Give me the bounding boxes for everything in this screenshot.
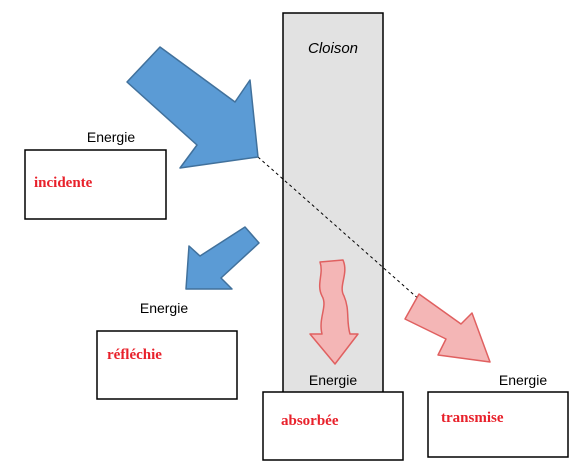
- absorbed-energy-label: Energie: [309, 372, 357, 388]
- absorbed-arrow: [309, 259, 359, 365]
- reflected-arrow: [185, 226, 260, 290]
- reflected-label: réfléchie: [107, 347, 162, 363]
- reflected-box: [96, 330, 238, 400]
- transmitted-energy-label: Energie: [499, 372, 547, 388]
- reflected-energy-label: Energie: [140, 300, 188, 316]
- transmitted-label: transmise: [441, 410, 504, 426]
- incident-box: [24, 149, 167, 220]
- incident-arrow: [126, 46, 259, 169]
- transmitted-box: [427, 391, 569, 458]
- incident-label: incidente: [34, 175, 93, 191]
- absorbed-box: [262, 391, 404, 461]
- absorbed-label: absorbée: [281, 413, 339, 429]
- partition-label: Cloison: [308, 40, 358, 57]
- incident-energy-label: Energie: [87, 129, 135, 145]
- transmitted-arrow: [404, 293, 491, 363]
